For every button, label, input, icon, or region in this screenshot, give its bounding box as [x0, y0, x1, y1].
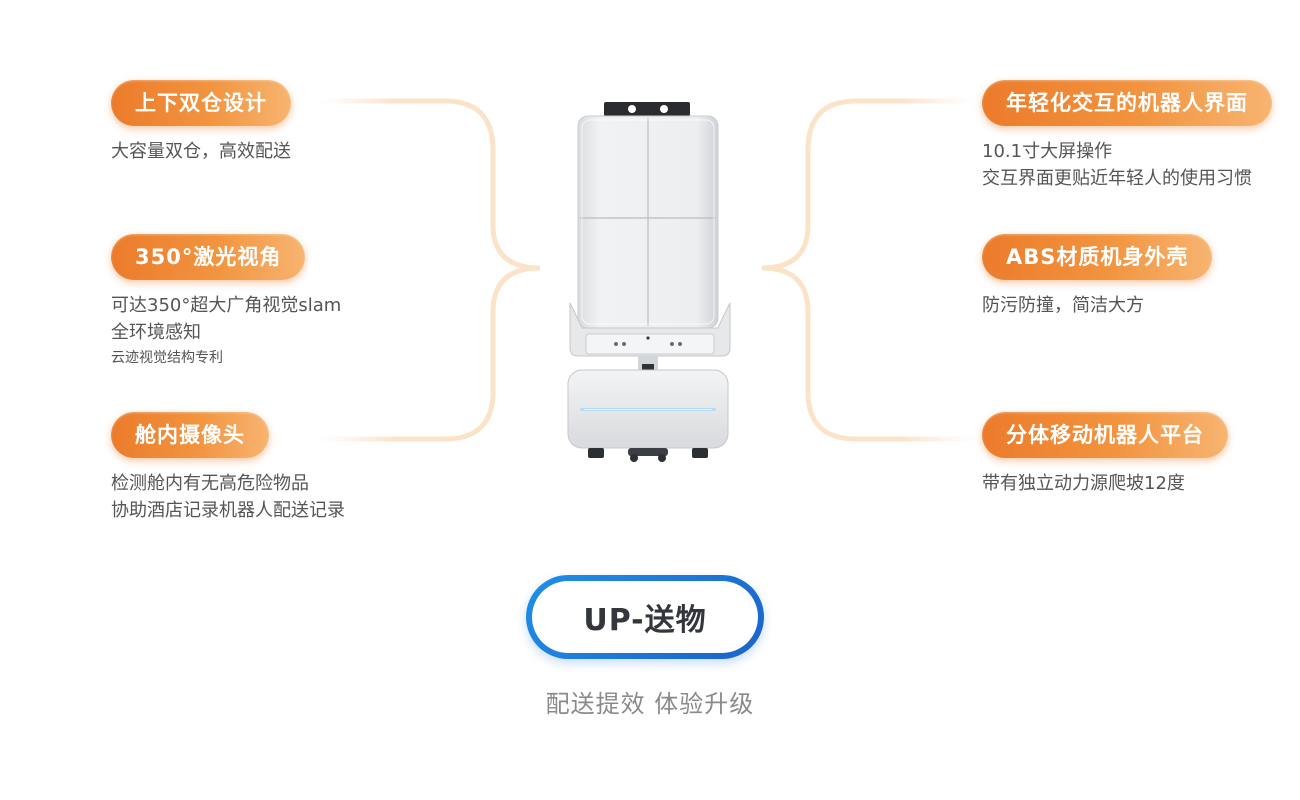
feature-description: 10.1寸大屏操作 交互界面更贴近年轻人的使用习惯 — [982, 138, 1272, 192]
feature-line: 10.1寸大屏操作 — [982, 141, 1113, 162]
product-tagline: 配送提效 体验升级 — [545, 690, 755, 718]
feature-title: 分体移动机器人平台 — [982, 412, 1228, 458]
feature-dual-compartment: 上下双仓设计 大容量双仓，高效配送 — [111, 80, 291, 165]
feature-line: 大容量双仓，高效配送 — [111, 141, 291, 162]
feature-title: 350°激光视角 — [111, 234, 306, 280]
left-connector — [315, 98, 541, 442]
feature-description: 防污防撞，简洁大方 — [982, 292, 1212, 319]
robot-image — [567, 102, 731, 462]
feature-abs-shell: ABS材质机身外壳 防污防撞，简洁大方 — [982, 234, 1213, 319]
feature-split-platform: 分体移动机器人平台 带有独立动力源爬坡12度 — [982, 412, 1228, 497]
feature-title: 上下双仓设计 — [111, 80, 291, 126]
feature-note: 云迹视觉结构专利 — [111, 350, 223, 366]
feature-title: 舱内摄像头 — [111, 412, 269, 458]
feature-line: 检测舱内有无高危险物品 — [111, 473, 309, 494]
feature-cabin-camera: 舱内摄像头 检测舱内有无高危险物品 协助酒店记录机器人配送记录 — [111, 412, 345, 524]
feature-title: ABS材质机身外壳 — [982, 234, 1213, 280]
feature-description: 可达350°超大广角视觉slam 全环境感知 云迹视觉结构专利 — [111, 292, 341, 370]
product-name-button[interactable]: UP-送物 — [526, 575, 764, 659]
feature-line: 防污防撞，简洁大方 — [982, 295, 1144, 316]
feature-description: 带有独立动力源爬坡12度 — [982, 470, 1228, 497]
feature-line: 交互界面更贴近年轻人的使用习惯 — [982, 168, 1252, 189]
feature-line: 可达350°超大广角视觉slam — [111, 295, 342, 316]
feature-young-interface: 年轻化交互的机器人界面 10.1寸大屏操作 交互界面更贴近年轻人的使用习惯 — [982, 80, 1272, 192]
feature-line: 协助酒店记录机器人配送记录 — [111, 500, 345, 521]
feature-laser-view: 350°激光视角 可达350°超大广角视觉slam 全环境感知 云迹视觉结构专利 — [111, 234, 341, 370]
feature-description: 大容量双仓，高效配送 — [111, 138, 291, 165]
sensor-icon — [660, 105, 668, 113]
right-connector — [761, 98, 978, 442]
feature-title: 年轻化交互的机器人界面 — [982, 80, 1272, 126]
feature-line: 带有独立动力源爬坡12度 — [982, 473, 1185, 494]
product-name: UP-送物 — [532, 581, 758, 653]
sensor-icon — [628, 105, 636, 113]
feature-line: 全环境感知 — [111, 322, 201, 343]
feature-description: 检测舱内有无高危险物品 协助酒店记录机器人配送记录 — [111, 470, 345, 524]
